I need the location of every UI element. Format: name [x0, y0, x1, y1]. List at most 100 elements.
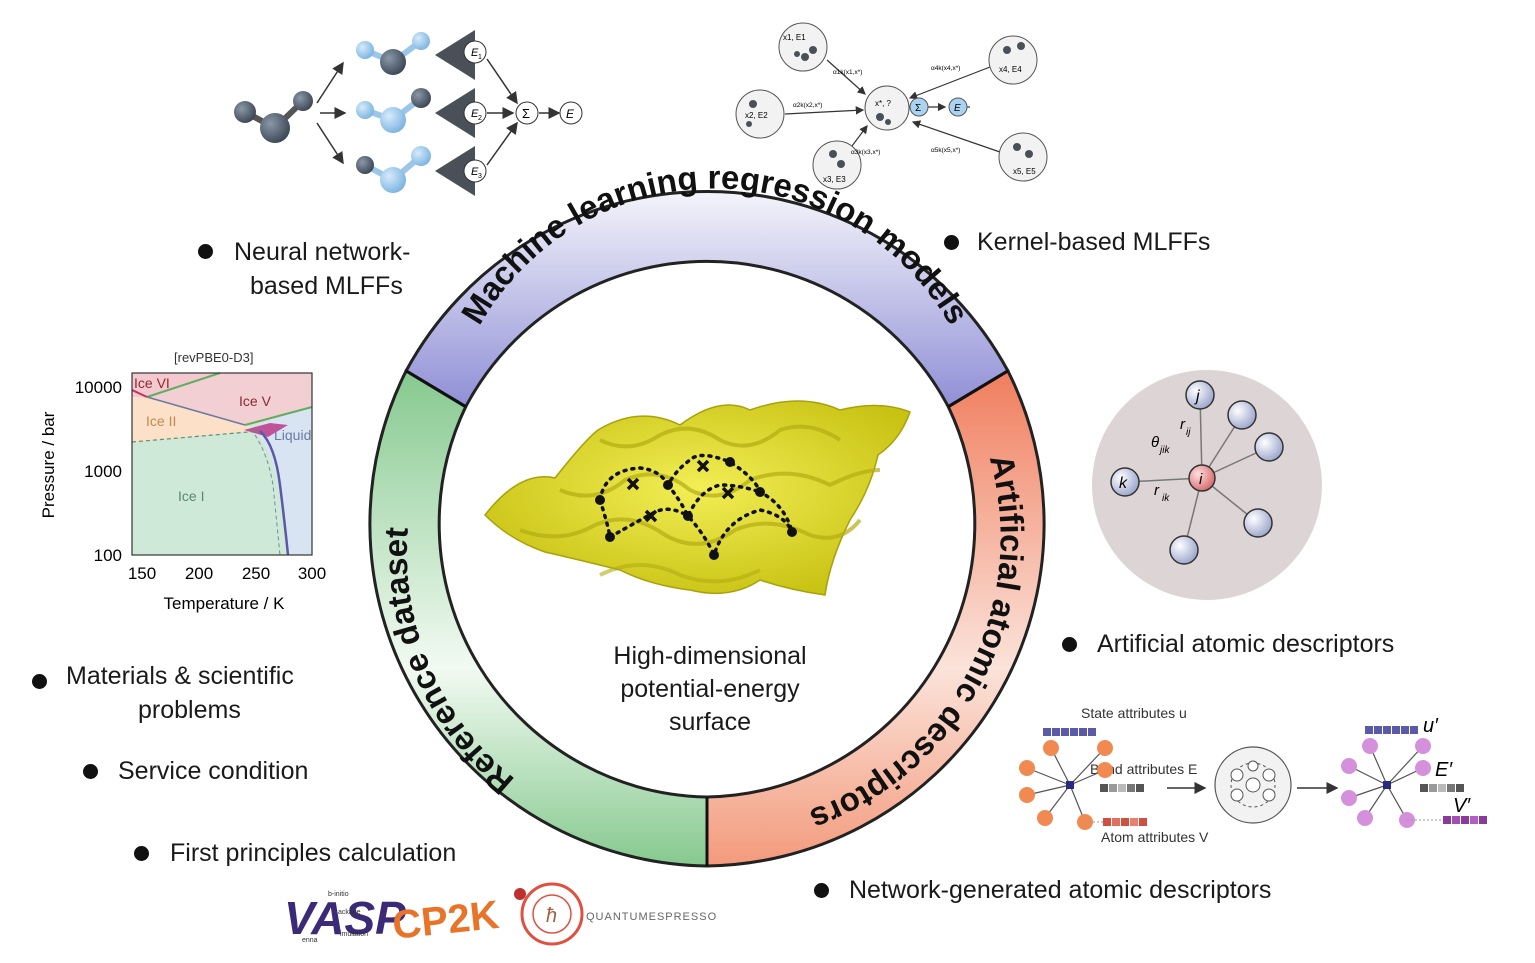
label-i: i [1199, 471, 1203, 488]
label-theta: θ [1151, 434, 1159, 451]
region-ice-vi: Ice VI [134, 375, 170, 391]
kernel-sum-node: Σ [909, 97, 929, 117]
kernel-node-2: x2, E2 [735, 89, 785, 139]
atom-neighbor [1227, 400, 1257, 430]
ytick-100: 100 [94, 546, 122, 565]
bullet-dot [944, 235, 959, 250]
kernel-node-3: x3, E3 [812, 140, 862, 190]
bullet-nn-line2: based MLFFs [250, 272, 403, 300]
bullet-dot [83, 764, 98, 779]
nn-branch-3 [356, 146, 475, 196]
ring-segment-left [368, 368, 709, 868]
xtick-250: 250 [242, 564, 270, 583]
svg-text:x4, E4: x4, E4 [999, 65, 1022, 74]
input-molecule [234, 91, 313, 143]
atom-j [1185, 380, 1215, 410]
kernel-weight-1: α1k(x1,x*) [833, 69, 862, 76]
software-logos: VASP b-initio ackage imulation enna CP2K… [284, 882, 717, 948]
phase-ylabel: Pressure / bar [39, 411, 58, 518]
bullet-network: Network-generated atomic descriptors [849, 876, 1272, 904]
kernel-weight-4: α4k(x4,x*) [931, 65, 960, 72]
svg-text:3: 3 [478, 173, 482, 180]
kernel-output-node: E [948, 97, 968, 117]
ring-segment-top [404, 189, 1010, 409]
svg-text:1: 1 [478, 54, 482, 61]
svg-text:E: E [566, 107, 575, 121]
bullet-kernel: Kernel-based MLFFs [977, 228, 1211, 256]
bullet-dot [32, 674, 47, 689]
bullet-dot [198, 244, 213, 259]
svg-text:E: E [954, 103, 961, 114]
svg-text:ackage: ackage [338, 909, 361, 916]
sum-node: Σ [515, 101, 539, 125]
svg-text:Σ: Σ [522, 106, 530, 121]
svg-text:E: E [471, 47, 479, 59]
potential-energy-surface [484, 400, 911, 596]
label-r-ik-sub: ik [1162, 493, 1170, 504]
bullet-dot [814, 883, 829, 898]
region-ice-v: Ice V [239, 393, 272, 409]
bond-attributes-label: Bond attributes E [1090, 761, 1197, 777]
u-prime-label: u′ [1423, 715, 1439, 737]
nn-branch-2 [356, 88, 475, 138]
output-graph [1341, 726, 1487, 828]
cp2k-logo: CP2K [390, 893, 501, 948]
svg-text:x1, E1: x1, E1 [783, 33, 806, 42]
energy-node-3: E 3 [463, 159, 487, 183]
label-j: j [1194, 388, 1200, 405]
svg-text:x*, ?: x*, ? [875, 99, 892, 108]
bullet-materials-line1: Materials & scientific [66, 662, 294, 690]
ytick-1000: 1000 [84, 462, 122, 481]
atomic-descriptor-panel: j i k r ij r ik θ jik [1092, 370, 1322, 600]
bullet-artificial: Artificial atomic descriptors [1097, 630, 1395, 658]
label-k: k [1119, 475, 1128, 492]
svg-text:VASP: VASP [284, 892, 406, 944]
region-ice-i: Ice I [178, 488, 204, 504]
xtick-300: 300 [298, 564, 326, 583]
atom-i [1188, 464, 1216, 492]
graph-block [1214, 746, 1292, 824]
e-prime-label: E′ [1435, 759, 1453, 781]
bullet-nn-line1: Neural network- [234, 238, 411, 266]
state-attributes-label: State attributes u [1081, 705, 1187, 721]
kernel-node-5: x5, E5 [998, 132, 1048, 182]
ring-segment-right [705, 368, 1046, 868]
atom-neighbor [1169, 535, 1199, 565]
bullet-dot [1062, 637, 1077, 652]
kernel-weight-3: α3k(x3,x*) [851, 149, 880, 156]
kernel-node-4: x4, E4 [988, 35, 1038, 85]
svg-text:QUANTUMESPRESSO: QUANTUMESPRESSO [586, 911, 717, 923]
kernel-panel: x1, E1 x2, E2 x3, E3 x4, E4 x5, E5 x*, ?… [735, 22, 1048, 190]
graph-network-panel: State attributes u Bond attributes E Ato… [1019, 705, 1487, 845]
energy-node-1: E 1 [463, 40, 487, 64]
xtick-150: 150 [128, 564, 156, 583]
svg-text:E: E [471, 166, 479, 178]
svg-text:E: E [471, 108, 479, 120]
energy-node-2: E 2 [463, 101, 487, 125]
kernel-weight-5: α5k(x5,x*) [931, 147, 960, 154]
svg-text:x5, E5: x5, E5 [1013, 167, 1036, 176]
label-r-ik: r [1154, 482, 1160, 499]
quantum-espresso-logo: ħ QUANTUMESPRESSO [514, 882, 717, 946]
nn-panel: E 1 E 2 E 3 Σ E [234, 30, 583, 196]
region-liquid: Liquid [274, 427, 311, 443]
svg-text:CP2K: CP2K [390, 893, 501, 948]
atom-neighbor [1243, 508, 1273, 538]
phase-diagram: [revPBE0-D3] Ice VI Ice V Ice II Liquid … [39, 350, 326, 613]
svg-text:x3, E3: x3, E3 [823, 175, 846, 184]
atom-k [1110, 467, 1140, 497]
center-caption-line-1: High-dimensional [613, 642, 807, 670]
bullet-dot [134, 846, 149, 861]
region-ice-ii: Ice II [146, 413, 176, 429]
svg-text:x2, E2: x2, E2 [745, 111, 768, 120]
center-caption-line-3: surface [669, 708, 751, 736]
svg-text:Σ: Σ [915, 103, 921, 114]
center-caption-line-2: potential-energy [620, 675, 800, 703]
bullet-service: Service condition [118, 757, 309, 785]
atom-attributes-label: Atom attributes V [1101, 829, 1209, 845]
vasp-logo: VASP b-initio ackage imulation enna [284, 891, 406, 944]
v-prime-label: V′ [1453, 795, 1471, 817]
atom-neighbor [1254, 432, 1284, 462]
ytick-10000: 10000 [75, 378, 122, 397]
